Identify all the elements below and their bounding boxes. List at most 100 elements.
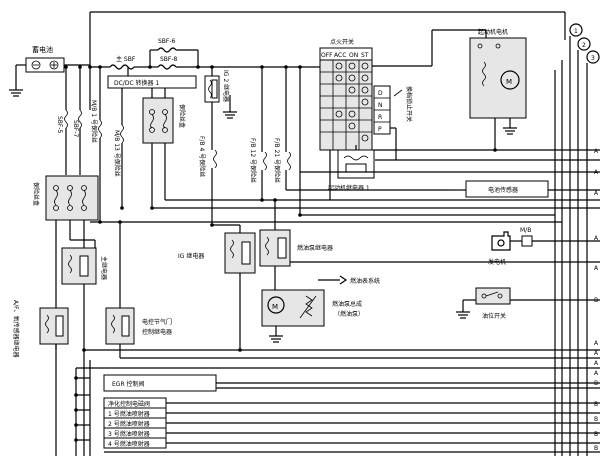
throttle-control-relay: 电控节气门 控制继电器 <box>105 307 172 345</box>
num1-label: 1 <box>574 28 578 35</box>
conn-b-4: B <box>594 416 598 423</box>
injector2-label: 2 号燃油喷射器 <box>108 420 150 428</box>
mb13-fuse-label: M/B 13 号保险丝 <box>113 130 121 177</box>
throttle-relay-label-2: 控制继电器 <box>142 328 172 336</box>
generator: M/B 发电机 <box>488 227 533 266</box>
sbf7-label: SBF-7 <box>72 120 79 138</box>
conn-a-1: A <box>594 148 599 155</box>
ig-relay: IG 继电器 <box>178 232 256 274</box>
protect-fuse-label: 保险丝盒 <box>178 104 186 128</box>
oil-level-switch: 油位开关 <box>475 287 511 320</box>
motor-m-icon: M <box>506 78 512 86</box>
connector-3: 3 <box>586 50 600 64</box>
junction-dots <box>64 65 497 442</box>
sbf5-label: SBF-5 <box>56 116 63 134</box>
mb1-fuse-label: M/B 1 号保险丝 <box>90 100 98 143</box>
injector-3: 3 号燃油喷射器 <box>103 427 167 439</box>
ignition-switch: 点火开关 OFF ACC ON ST <box>319 38 373 151</box>
ground-symbol <box>223 111 237 119</box>
sbf-5: SBF-5 <box>56 109 68 134</box>
oil-level-switch-label: 油位开关 <box>482 312 506 320</box>
fuel-gauge-system: 燃油表系统 <box>318 275 380 285</box>
conn-b-6: B <box>594 445 598 452</box>
ignition-switch-label: 点火开关 <box>330 38 354 46</box>
ig-relay-label: IG 继电器 <box>178 252 204 260</box>
conn-a-7: A <box>594 350 599 357</box>
fb4-fuse: F/B 4 号保险丝 <box>198 136 217 177</box>
injector-4: 4 号燃油喷射器 <box>103 437 167 449</box>
sbf8-label: SBF-8 <box>160 56 178 63</box>
fuel-pump-assembly: M 燃油泵总成 （燃油泵） <box>261 289 364 327</box>
af-o2-sensor-relay: A/F、氧传感器继电器 <box>12 300 69 358</box>
starter-relay-1-label: 起动机继电器 1 <box>328 184 370 192</box>
main-sbf: 主 SBF <box>109 55 136 70</box>
conn-a-5: A <box>594 265 599 272</box>
af-o2-relay-label: A/F、氧传感器继电器 <box>12 300 20 358</box>
conn-a-4: A <box>594 235 599 242</box>
gear-r-label: R <box>378 114 382 121</box>
sbf-8: SBF-8 <box>157 56 178 70</box>
injector3-label: 3 号燃油喷射器 <box>108 430 150 438</box>
ground-symbol <box>269 335 283 343</box>
fb12-fuse: F/B 12 号保险丝 <box>249 138 267 183</box>
battery-label: 蓄电池 <box>32 45 53 54</box>
fb12-fuse-label: F/B 12 号保险丝 <box>249 138 257 183</box>
fuel-pump-assy-label: 燃油泵总成 <box>332 300 362 308</box>
starter-motor: 起动机电机 M <box>469 28 527 119</box>
fb21-fuse: F/B 21 号保险丝 <box>273 138 291 183</box>
starter-motor-label: 起动机电机 <box>478 28 508 36</box>
egr-valve: EGR 控制阀 <box>103 374 217 392</box>
mb1-fuse: M/B 1 号保险丝 <box>90 100 102 143</box>
connector-1: 1 <box>569 23 583 37</box>
fuel-pump-assy-sub-label: （燃油泵） <box>334 310 364 318</box>
sbf6-label: SBF-6 <box>158 38 176 45</box>
conn-a-8: A <box>594 360 599 367</box>
generator-label: 发电机 <box>488 258 506 266</box>
ground-symbol <box>456 311 470 319</box>
throttle-relay-label-1: 电控节气门 <box>142 318 172 326</box>
gear-n-label: N <box>378 102 383 109</box>
injector-2: 2 号燃油喷射器 <box>103 417 167 429</box>
injector4-label: 4 号燃油喷射器 <box>108 440 150 448</box>
conn-a-9: A <box>594 370 599 377</box>
ig2-relay-label: IG 2 继电器 <box>222 70 230 102</box>
conn-a-3: A <box>594 190 599 197</box>
protect-fuse-block: 保险丝盒 <box>142 97 186 144</box>
dcdc-label: DC/DC 转换器 1 <box>114 79 159 87</box>
injector1-label: 1 号燃油喷射器 <box>108 410 150 418</box>
battery-sensor: 电池传感器 <box>465 180 549 198</box>
ign-on-label: ON <box>349 52 358 59</box>
ignition-contact-grid <box>320 60 372 150</box>
ig2-relay: IG 2 继电器 <box>204 70 230 103</box>
connector-2: 2 <box>577 37 591 51</box>
purge-valve-label: 净化控制电磁阀 <box>108 400 150 408</box>
fuse-box-label: 保险丝盒 <box>32 182 40 206</box>
ground-symbol <box>503 127 517 135</box>
purge-valve: 净化控制电磁阀 <box>103 397 167 409</box>
main-relay-label: 主继电器 <box>100 256 108 280</box>
dcdc-converter: DC/DC 转换器 1 <box>107 75 197 89</box>
main-relay: 主继电器 <box>61 247 108 285</box>
fb4-fuse-label: F/B 4 号保险丝 <box>198 136 206 177</box>
gear-p-label: P <box>378 126 382 133</box>
conn-a-6: A <box>594 340 599 347</box>
ground-symbol <box>9 89 23 97</box>
battery-sensor-label: 电池传感器 <box>488 186 518 194</box>
mb-label: M/B <box>520 227 531 234</box>
main-sbf-label: 主 SBF <box>116 55 136 63</box>
num2-label: 2 <box>582 42 586 49</box>
battery: 蓄电池 <box>25 45 65 73</box>
injector-1: 1 号燃油喷射器 <box>103 407 167 419</box>
fuel-gauge-system-label: 燃油表系统 <box>350 277 380 285</box>
inhibitor-switch: D N R P 换档锁止开关 <box>373 85 413 135</box>
egr-valve-label: EGR 控制阀 <box>112 380 145 388</box>
fuel-pump-relay-label: 燃油泵继电器 <box>297 244 333 252</box>
fuse-box: 保险丝盒 <box>32 175 99 221</box>
fb21-fuse-label: F/B 21 号保险丝 <box>273 138 281 183</box>
ign-off-label: OFF <box>321 52 333 59</box>
fuel-pump-motor-icon: M <box>272 303 278 311</box>
conn-b-3: B <box>594 401 598 408</box>
starter-relay-1: 起动机继电器 1 <box>328 149 375 192</box>
conn-b-5: B <box>594 431 598 438</box>
